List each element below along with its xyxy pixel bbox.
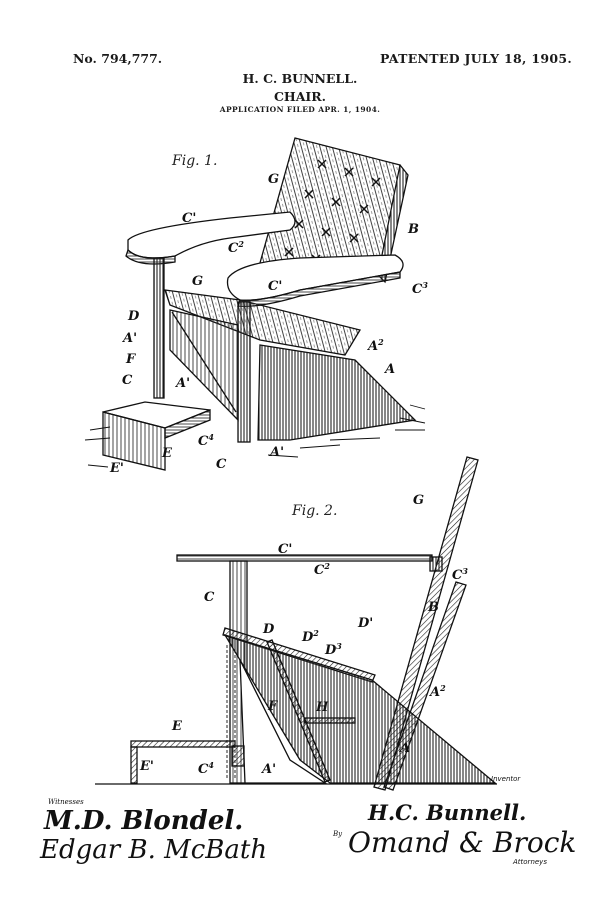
callout-G-seat: G — [192, 274, 203, 289]
callout-C1: C' — [278, 542, 292, 557]
witnesses-label: Witnesses — [48, 798, 84, 806]
callout-C2: C2 — [228, 239, 244, 256]
fig1-label: Fig. 1. — [171, 153, 217, 169]
callout-D1: D' — [357, 616, 373, 631]
figure-1-perspective — [84, 137, 426, 471]
witness-signature-2: Edgar B. McBath — [40, 835, 268, 865]
callout-G: G — [413, 493, 424, 508]
callout-A2: A2 — [428, 683, 446, 700]
callout-D2: D2 — [301, 628, 319, 645]
by-label: By — [333, 830, 343, 838]
callout-F: F — [267, 699, 278, 714]
callout-G: G — [268, 172, 279, 187]
callout-A1-bottom: A' — [268, 445, 284, 460]
callout-C: C — [122, 373, 133, 388]
patent-number: No. 794,777. — [73, 51, 163, 66]
application-filed: APPLICATION FILED APR. 1, 1904. — [219, 105, 381, 114]
fig1-callouts: G C' C2 B G C' C3 D A' F C A' A2 A C4 E … — [109, 172, 428, 476]
attorney-signature: Omand & Brock — [348, 826, 577, 859]
inventor-label: Inventor — [491, 775, 521, 783]
inventor-signature: H.C. Bunnell. — [368, 800, 527, 825]
callout-F: F — [125, 352, 136, 367]
callout-B: B — [407, 222, 419, 237]
callout-E: E — [171, 719, 183, 734]
patent-title: CHAIR. — [273, 89, 327, 104]
callout-C3: C3 — [412, 280, 428, 297]
callout-C4: C4 — [198, 432, 214, 449]
callout-A: A — [398, 741, 410, 756]
figure-2-side-elevation — [95, 456, 497, 791]
callout-E: E — [161, 446, 173, 461]
callout-A2: A2 — [366, 337, 384, 354]
callout-C4: C4 — [198, 760, 214, 777]
callout-E1: E' — [109, 461, 124, 476]
callout-D: D — [127, 309, 140, 324]
callout-E1: E' — [139, 759, 154, 774]
callout-C1: C' — [182, 211, 196, 226]
witness-signature-1: M.D. Blondel. — [44, 806, 244, 836]
patent-date: PATENTED JULY 18, 1905. — [380, 51, 573, 66]
callout-C: C — [204, 590, 215, 605]
callout-C1-right: C' — [268, 279, 282, 294]
callout-A1-mid: A' — [174, 376, 190, 391]
callout-H: H — [315, 700, 329, 715]
callout-D3: D3 — [324, 641, 342, 658]
fig2-label: Fig. 2. — [291, 503, 337, 519]
callout-B: B — [427, 600, 439, 615]
callout-C2: C2 — [314, 561, 330, 578]
callout-C-bottom: C — [216, 457, 227, 472]
inventor-name: H. C. BUNNELL. — [242, 71, 358, 86]
callout-A: A — [383, 362, 395, 377]
callout-D: D — [262, 622, 275, 637]
attorneys-label: Attorneys — [513, 858, 547, 866]
callout-C3: C3 — [452, 566, 468, 583]
fig2-callouts: G C' C2 C3 C B D' D D2 D3 A2 F H E E' C4… — [139, 493, 468, 777]
callout-A1: A' — [121, 331, 137, 346]
callout-A1: A' — [260, 762, 276, 777]
